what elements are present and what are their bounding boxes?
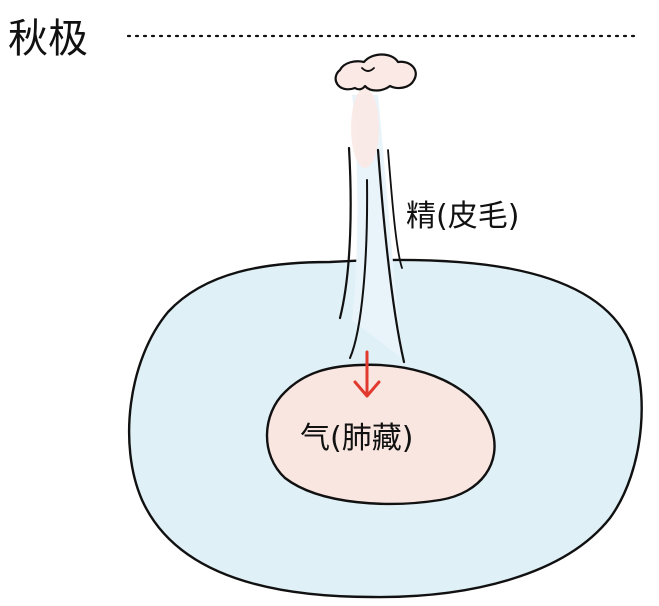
essence-label: 精(皮毛) xyxy=(406,199,519,234)
stem-line-right xyxy=(376,148,406,364)
qi-label: 气(肺藏) xyxy=(300,421,413,456)
stem-line-left xyxy=(338,146,352,320)
inner-region xyxy=(265,363,496,506)
diagram-title: 秋极 xyxy=(8,16,88,62)
stem-line-outer xyxy=(387,149,403,269)
stem-line-center xyxy=(349,179,369,359)
cloud-detail xyxy=(361,67,375,72)
down-arrow-icon xyxy=(353,350,381,398)
stem-glow xyxy=(351,88,379,168)
cloud-puff xyxy=(334,53,417,92)
